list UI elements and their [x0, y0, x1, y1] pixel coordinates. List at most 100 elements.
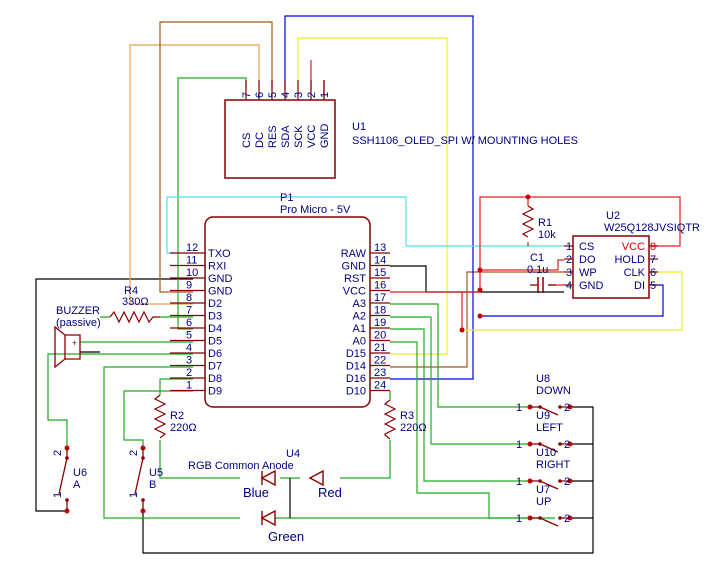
- promicro-pin-name: D14: [346, 361, 366, 373]
- oled-pin-num: 3: [293, 92, 305, 98]
- r4-value: 330Ω: [122, 296, 149, 308]
- oled-pin-name: VCC: [306, 125, 318, 148]
- promicro-ref: P1: [280, 192, 293, 204]
- promicro-pin-name: D6: [208, 348, 222, 360]
- promicro-pin-name: A2: [353, 311, 366, 323]
- promicro-pin-name: GND: [208, 273, 233, 285]
- r3-ref: R3: [400, 410, 414, 422]
- flash-pin-num: 4: [566, 280, 572, 292]
- promicro-pin-name: RAW: [341, 248, 367, 260]
- led-ref: U4: [286, 448, 300, 460]
- oled-name: SSH1106_OLED_SPI W/ MOUNTING HOLES: [352, 135, 578, 147]
- rgb-led: U4 RGB Common Anode Blue Red Green: [188, 448, 342, 544]
- wire-btn-right: [390, 328, 530, 482]
- promicro-pin-num: 8: [186, 292, 192, 304]
- promicro-pin-num: 2: [186, 367, 192, 379]
- promicro-pin-name: GND: [208, 286, 233, 298]
- flash-pin-name: VCC: [622, 241, 645, 253]
- flash-pin-num: 5: [650, 280, 656, 292]
- buzzer-sublabel: (passive): [56, 317, 101, 329]
- promicro-pin-name: D5: [208, 336, 222, 348]
- promicro-pin-name: GND: [342, 261, 367, 273]
- switch-label: UP: [536, 496, 551, 508]
- wire-d8-r2: [159, 378, 193, 395]
- promicro-pin-num: 15: [374, 267, 386, 279]
- promicro-pin-num: 18: [374, 305, 386, 317]
- promicro-pin-num: 11: [186, 255, 197, 267]
- promicro-pin-num: 23: [374, 367, 386, 379]
- resistor-r3: R3 220Ω: [383, 399, 427, 440]
- switch-label: DOWN: [536, 385, 571, 397]
- oled-pin-name: DC: [254, 132, 266, 148]
- wire-d9-switch-b: [123, 390, 193, 448]
- promicro-pin-name: A3: [353, 298, 366, 310]
- resistor-r1: R1 10k: [521, 205, 556, 241]
- flash-pin-name: DO: [579, 254, 596, 266]
- promicro-pin-num: 5: [186, 330, 192, 342]
- wire-r2-blue: [159, 440, 240, 479]
- wire-cyan: [166, 196, 564, 254]
- junction: [477, 313, 483, 319]
- wire-btn-down: [390, 303, 530, 408]
- switch-ref: U6: [73, 467, 87, 479]
- led-red-label: Red: [318, 485, 342, 500]
- switch-ref: U9: [536, 410, 550, 422]
- r2-value: 220Ω: [170, 422, 197, 434]
- promicro-pin-name: TXO: [208, 248, 231, 260]
- switch-pin-num: 1: [516, 439, 522, 451]
- led-name: RGB Common Anode: [188, 460, 294, 472]
- promicro-pin-num: 7: [186, 305, 192, 317]
- wire-r3-red: [340, 391, 391, 479]
- junction: [477, 267, 483, 273]
- switch-pin-num: 2: [564, 513, 570, 525]
- promicro-pin-name: VCC: [343, 286, 366, 298]
- oled-pin-name: CS: [241, 133, 253, 148]
- switch-ref: U10: [536, 447, 556, 459]
- junction: [477, 287, 483, 293]
- flash-pin-num: 3: [566, 267, 572, 279]
- oled-pin-num: 2: [306, 92, 318, 98]
- flash-pin-name: WP: [579, 267, 597, 279]
- switch-pin-num: 1: [128, 492, 140, 498]
- resistor-r4: R4 330Ω: [109, 285, 160, 324]
- flash-pin-num: 6: [650, 267, 656, 279]
- promicro-pin-name: A0: [353, 336, 366, 348]
- oled-pin-name: RES: [267, 125, 279, 148]
- switch-label: LEFT: [536, 422, 563, 434]
- r1-value: 10k: [538, 229, 556, 241]
- switch-pin-num: 1: [516, 513, 522, 525]
- r3-value: 220Ω: [400, 422, 427, 434]
- promicro-pin-name: A1: [353, 323, 366, 335]
- c1-ref: C1: [530, 252, 544, 264]
- wire-yellow: [297, 37, 683, 355]
- promicro-pin-num: 12: [186, 242, 198, 254]
- promicro-pin-name: D4: [208, 323, 222, 335]
- promicro-pin-num: 17: [374, 292, 386, 304]
- switch-pin-num: 2: [564, 439, 570, 451]
- led-green-label: Green: [268, 529, 304, 544]
- switch-pin-num: 1: [52, 492, 64, 498]
- flash-name: W25Q128JVSIQTR: [604, 222, 700, 234]
- switch-label: B: [149, 479, 156, 491]
- switch-label: RIGHT: [536, 459, 571, 471]
- promicro-pin-num: 4: [186, 342, 192, 354]
- promicro-pin-num: 21: [374, 342, 386, 354]
- oled-pin-name: GND: [319, 124, 331, 149]
- wire-gnd-bottom: [142, 406, 594, 554]
- switch-pin-num: 2: [52, 450, 64, 456]
- flash-pin-name: CS: [579, 241, 594, 253]
- r1-ref: R1: [538, 217, 552, 229]
- promicro-pin-num: 24: [374, 380, 386, 392]
- promicro-pin-name: D15: [346, 348, 366, 360]
- promicro-pin-num: 19: [374, 317, 386, 329]
- flash-pin-name: CLK: [624, 267, 646, 279]
- oled-ref: U1: [352, 121, 366, 133]
- switch-pin-num: 2: [128, 450, 140, 456]
- promicro-pin-name: D3: [208, 311, 222, 323]
- junction: [525, 194, 531, 200]
- promicro-pin-name: D2: [208, 298, 222, 310]
